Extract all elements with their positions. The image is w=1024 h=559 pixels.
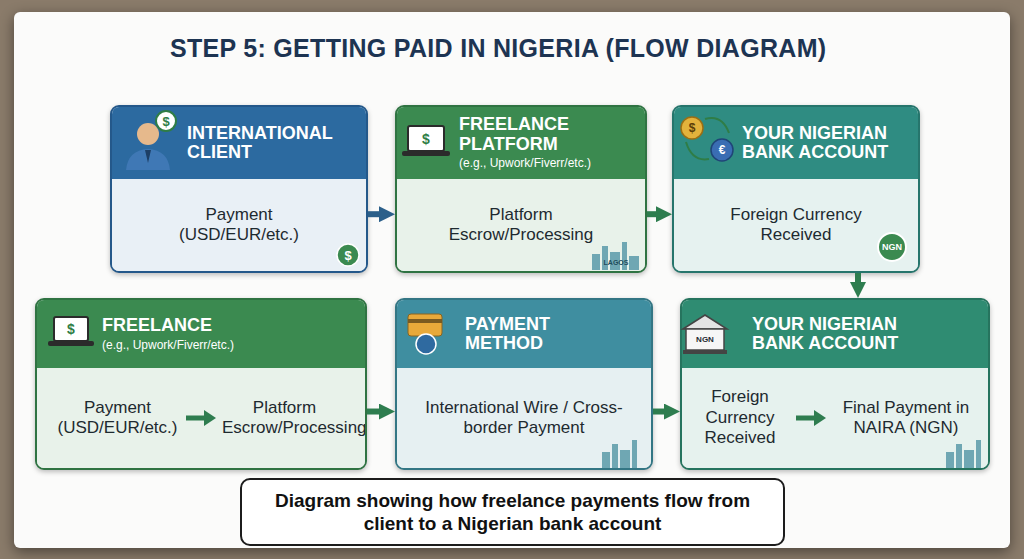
currency-symbol: € [719, 144, 726, 156]
box-body: Foreign Currency Received Final Payment i… [682, 368, 988, 468]
currency-symbol: $ [344, 249, 351, 262]
box-header: FREELANCE (e.g., Upwork/Fiverr/etc.) [37, 300, 365, 368]
badge-text: NGN [882, 243, 902, 252]
badge-text: LAGOS [604, 259, 629, 266]
flow-arrow [855, 273, 861, 290]
currency-symbol: $ [67, 322, 75, 336]
flow-arrow [367, 409, 387, 415]
box-heading: YOUR NIGERIAN BANK ACCOUNT [742, 124, 917, 163]
process-box: FREELANCE (e.g., Upwork/Fiverr/etc.) Payme… [35, 298, 367, 470]
box-header: PAYMENT METHOD [397, 300, 651, 368]
box-text: Foreign Currency Received [690, 387, 790, 448]
box-header: YOUR NIGERIAN BANK ACCOUNT [674, 107, 918, 179]
process-box: PAYMENT METHOD International Wire / Cross… [395, 298, 653, 470]
arrow-head [814, 410, 826, 426]
box-text: Foreign Currency Received [711, 205, 881, 246]
box-heading: FREELANCE PLATFORM [459, 115, 644, 154]
flow-arrow [647, 211, 664, 217]
box-heading: YOUR NIGERIAN BANK ACCOUNT [752, 315, 932, 354]
box-body: International Wire / Cross-border Paymen… [397, 368, 651, 468]
box-header: FREELANCE PLATFORM (e.g., Upwork/Fiverr/e… [397, 107, 645, 179]
diagram-caption: Diagram showing how freelance payments f… [240, 478, 785, 546]
arrow-shaft [796, 416, 816, 421]
box-text: Payment (USD/EUR/etc.) [55, 398, 180, 439]
diagram-title: STEP 5: GETTING PAID IN NIGERIA (FLOW DI… [170, 34, 826, 63]
box-subheading: (e.g., Upwork/Fiverr/etc.) [102, 338, 302, 352]
inner-arrow [794, 408, 828, 428]
badge-text: NGN [696, 336, 714, 344]
arrow-head [204, 410, 216, 426]
box-body: Platform Escrow/Processing [397, 179, 645, 271]
process-box: INTERNATIONAL CLIENT Payment (USD/EUR/etc… [110, 105, 368, 273]
flow-arrow [368, 211, 387, 217]
box-subheading: (e.g., Upwork/Fiverr/etc.) [459, 156, 644, 170]
box-text: International Wire / Cross-border Paymen… [424, 398, 624, 439]
inner-arrow [184, 408, 218, 428]
currency-symbol: $ [162, 115, 169, 128]
box-body: Foreign Currency Received [674, 179, 918, 271]
flow-arrow [653, 409, 672, 415]
box-header: YOUR NIGERIAN BANK ACCOUNT [682, 300, 988, 368]
box-body: Payment (USD/EUR/etc.) Platform Escrow/Pr… [37, 368, 365, 468]
box-text: Final Payment in NAIRA (NGN) [832, 398, 980, 439]
box-body: Payment (USD/EUR/etc.) [112, 179, 366, 271]
currency-symbol: $ [422, 132, 430, 146]
currency-symbol: $ [689, 122, 696, 134]
process-box: YOUR NIGERIAN BANK ACCOUNT Foreign Curren… [680, 298, 990, 470]
box-heading: PAYMENT METHOD [465, 315, 605, 354]
box-text: Platform Escrow/Processing [436, 205, 606, 246]
arrow-shaft [186, 416, 206, 421]
box-text: Payment (USD/EUR/etc.) [164, 205, 314, 246]
box-heading: INTERNATIONAL CLIENT [187, 124, 367, 163]
process-box: FREELANCE PLATFORM (e.g., Upwork/Fiverr/e… [395, 105, 647, 273]
box-text: Platform Escrow/Processing [222, 398, 347, 439]
box-header: INTERNATIONAL CLIENT [112, 107, 366, 179]
box-heading: FREELANCE [102, 316, 302, 335]
